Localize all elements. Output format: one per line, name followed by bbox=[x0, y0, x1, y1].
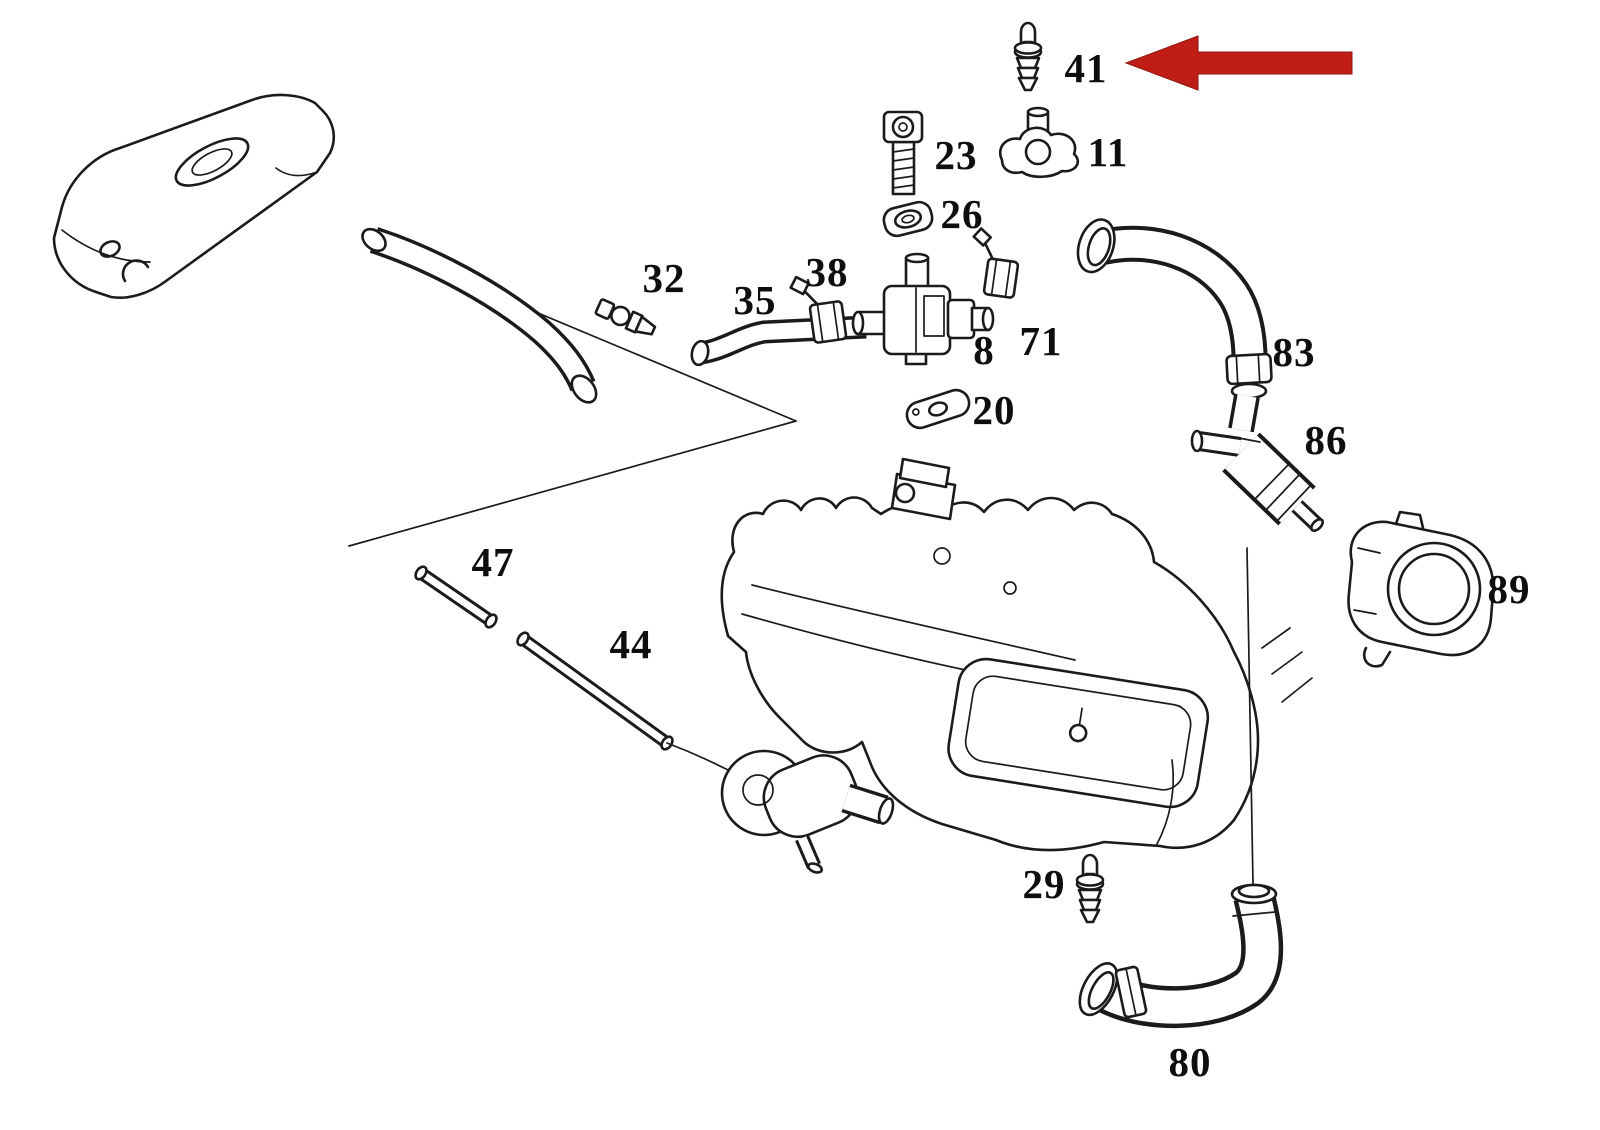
gasket-20 bbox=[905, 388, 971, 430]
connector-line-86-80 bbox=[1246, 547, 1254, 885]
check-valve-86 bbox=[1190, 393, 1325, 533]
cover-notch bbox=[121, 259, 150, 283]
breather-hose bbox=[361, 227, 598, 404]
manifold-plenum bbox=[947, 657, 1210, 809]
purge-valve bbox=[720, 749, 895, 874]
hose-clamp-71 bbox=[972, 227, 1020, 299]
elbow-hose-35 bbox=[690, 315, 867, 367]
pipe-47 bbox=[414, 565, 498, 629]
hatch-marks bbox=[1261, 627, 1313, 703]
hose-83 bbox=[1076, 218, 1273, 400]
hose-80 bbox=[1078, 883, 1284, 1029]
fitting-41 bbox=[1013, 21, 1043, 92]
highlight-arrow bbox=[1124, 35, 1353, 91]
fitting-29 bbox=[1075, 853, 1105, 924]
grommet-26 bbox=[882, 200, 934, 238]
mount-11 bbox=[999, 106, 1080, 179]
socket-bolt-23 bbox=[882, 110, 924, 196]
hose-clamp-38 bbox=[789, 275, 848, 344]
vacuum-valve-8 bbox=[851, 252, 995, 366]
valve-cover bbox=[52, 93, 336, 299]
fitting-32 bbox=[594, 298, 657, 336]
intake-manifold bbox=[666, 457, 1313, 874]
housing-89 bbox=[1347, 510, 1495, 668]
cover-hole bbox=[99, 240, 121, 258]
manifold-port-tower bbox=[890, 457, 957, 521]
oil-cap-boss bbox=[174, 137, 250, 187]
vacuum-line-lower bbox=[348, 420, 797, 547]
pipe-44 bbox=[516, 631, 674, 751]
